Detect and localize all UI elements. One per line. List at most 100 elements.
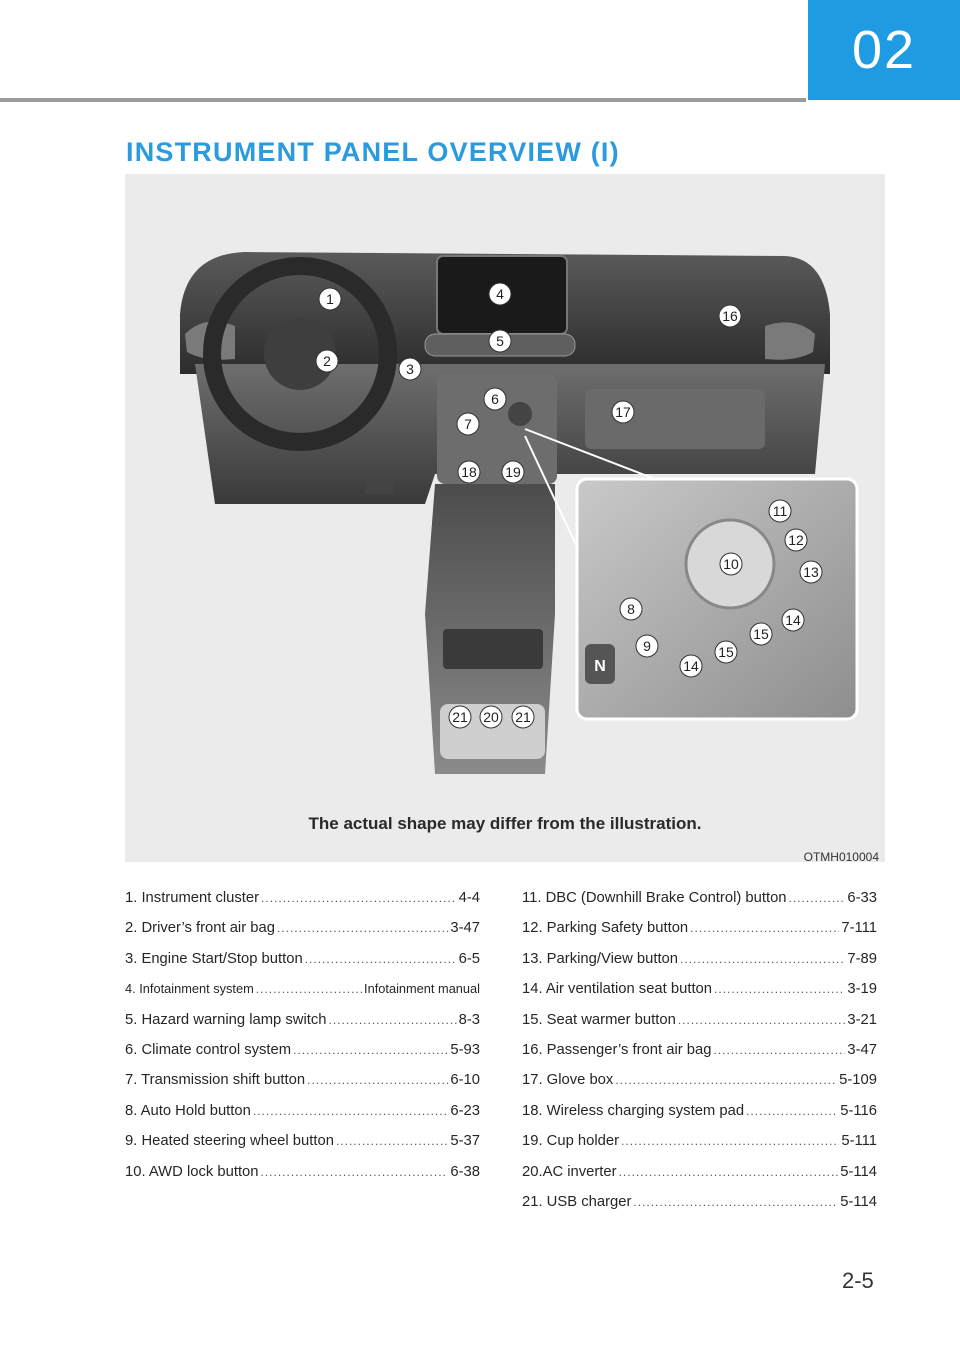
list-item: 4. Infotainment systemInfotainment manua… <box>125 981 480 1011</box>
leader-dots <box>256 982 362 996</box>
marker-circle <box>679 654 703 678</box>
marker-circle <box>501 460 525 484</box>
marker-circle <box>398 357 422 381</box>
item-page-ref[interactable]: 8-3 <box>458 1011 480 1028</box>
leader-dots <box>713 1043 845 1057</box>
item-label: 17. Glove box <box>522 1072 614 1089</box>
marker-circle <box>714 640 738 664</box>
marker-number: 17 <box>615 404 631 420</box>
item-label: 16. Passenger’s front air bag <box>522 1041 712 1058</box>
figure-caption: The actual shape may differ from the ill… <box>308 814 702 833</box>
marker-number: 15 <box>753 626 769 642</box>
marker-circle <box>768 499 792 523</box>
marker-circle <box>611 400 635 424</box>
marker-circle <box>718 304 742 328</box>
item-label: 9. Heated steering wheel button <box>125 1133 334 1150</box>
chapter-tab[interactable]: 02 <box>808 0 960 100</box>
list-item: 14. Air ventilation seat button3-19 <box>522 981 877 1011</box>
item-page-ref[interactable]: 5-93 <box>450 1041 480 1058</box>
header-rule <box>0 98 806 102</box>
climate-knob <box>508 402 532 426</box>
inset-shift-label: N <box>594 658 606 675</box>
list-item: 7. Transmission shift button6-10 <box>125 1072 480 1102</box>
leader-dots <box>307 1073 448 1087</box>
item-label: 10. AWD lock button <box>125 1163 259 1180</box>
marker-number: 2 <box>323 353 331 369</box>
item-page-ref[interactable]: 6-23 <box>450 1102 480 1119</box>
item-label: 19. Cup holder <box>522 1133 620 1150</box>
item-label: 13. Parking/View button <box>522 950 679 967</box>
item-label: 15. Seat warmer button <box>522 1011 676 1028</box>
list-item: 21. USB charger 5-114 <box>522 1194 877 1224</box>
leader-dots <box>305 952 457 966</box>
marker-circle <box>488 329 512 353</box>
shift-button-n <box>585 644 615 684</box>
leader-dots <box>680 952 845 966</box>
marker-number: 9 <box>643 638 651 654</box>
list-item: 11. DBC (Downhill Brake Control) button 6… <box>522 890 877 920</box>
item-label: 5. Hazard warning lamp switch <box>125 1011 327 1028</box>
marker-number: 16 <box>722 308 738 324</box>
marker-number: 13 <box>803 564 819 580</box>
marker-circle <box>479 705 503 729</box>
leader-dots <box>690 921 839 935</box>
steering-wheel <box>203 257 397 451</box>
list-item: 8. Auto Hold button6-23 <box>125 1103 480 1133</box>
item-page-ref[interactable]: 3-47 <box>847 1041 877 1058</box>
leader-dots <box>621 1134 839 1148</box>
item-label: 2. Driver’s front air bag <box>125 920 275 937</box>
item-page-ref[interactable]: 7-89 <box>847 950 877 967</box>
item-page-ref[interactable]: 7-111 <box>841 920 877 937</box>
marker-circle <box>799 560 823 584</box>
marker-number: 1 <box>326 291 334 307</box>
marker-circle <box>315 349 339 373</box>
list-item: 10. AWD lock button 6-38 <box>125 1164 480 1194</box>
item-label: 11. DBC (Downhill Brake Control) button <box>522 890 787 906</box>
marker-circle <box>719 552 743 576</box>
leader-dots <box>714 982 845 996</box>
list-item: 12. Parking Safety button7-111 <box>522 920 877 950</box>
pedal <box>365 474 393 494</box>
item-label: 6. Climate control system <box>125 1041 292 1058</box>
item-page-ref[interactable]: 3-19 <box>847 981 877 998</box>
marker-number: 6 <box>491 391 499 407</box>
item-page-ref[interactable]: 5-114 <box>840 1193 877 1210</box>
item-page-ref[interactable]: 3-21 <box>847 1011 877 1028</box>
marker-circle <box>318 287 342 311</box>
list-item: 20.AC inverter5-114 <box>522 1164 877 1194</box>
item-page-ref[interactable]: 6-10 <box>450 1072 480 1089</box>
leader-dots <box>261 1165 449 1179</box>
item-page-ref[interactable]: 5-114 <box>840 1163 877 1180</box>
item-page-ref[interactable]: 6-38 <box>450 1163 480 1180</box>
leader-dots <box>619 1165 839 1179</box>
item-page-ref[interactable]: 5-111 <box>841 1133 877 1150</box>
item-page-ref[interactable]: 3-47 <box>450 920 480 937</box>
right-vent <box>765 322 815 360</box>
list-item: 2. Driver’s front air bag 3-47 <box>125 920 480 950</box>
item-page-ref[interactable]: 5-116 <box>840 1102 877 1119</box>
marker-number: 20 <box>483 709 499 725</box>
item-page-ref[interactable]: 6-33 <box>847 890 877 906</box>
marker-circle <box>488 282 512 306</box>
marker-circle <box>457 460 481 484</box>
item-page-ref[interactable]: 5-109 <box>839 1072 877 1089</box>
item-label: 21. USB charger <box>522 1193 632 1210</box>
left-item-list: 1. Instrument cluster 4-4 2. Driver’s fron… <box>125 890 480 1194</box>
list-item: 5. Hazard warning lamp switch 8-3 <box>125 1012 480 1042</box>
leader-dots <box>253 1104 449 1118</box>
item-page-ref[interactable]: 4-4 <box>458 890 480 906</box>
marker-circle <box>448 705 472 729</box>
item-label: 1. Instrument cluster <box>125 890 260 906</box>
leader-dots <box>336 1134 448 1148</box>
item-page-ref[interactable]: 6-5 <box>458 950 480 967</box>
item-label: 3. Engine Start/Stop button <box>125 950 303 967</box>
leader-dots <box>293 1043 448 1057</box>
marker-number: 5 <box>496 333 504 349</box>
item-page-ref[interactable]: 5-37 <box>450 1133 480 1150</box>
list-item: 15. Seat warmer button 3-21 <box>522 1012 877 1042</box>
list-item: 17. Glove box 5-109 <box>522 1072 877 1102</box>
marker-circle <box>483 387 507 411</box>
list-item: 19. Cup holder 5-111 <box>522 1133 877 1163</box>
page-title: INSTRUMENT PANEL OVERVIEW (I) <box>126 137 620 167</box>
item-page-ref[interactable]: Infotainment manual <box>364 981 480 997</box>
